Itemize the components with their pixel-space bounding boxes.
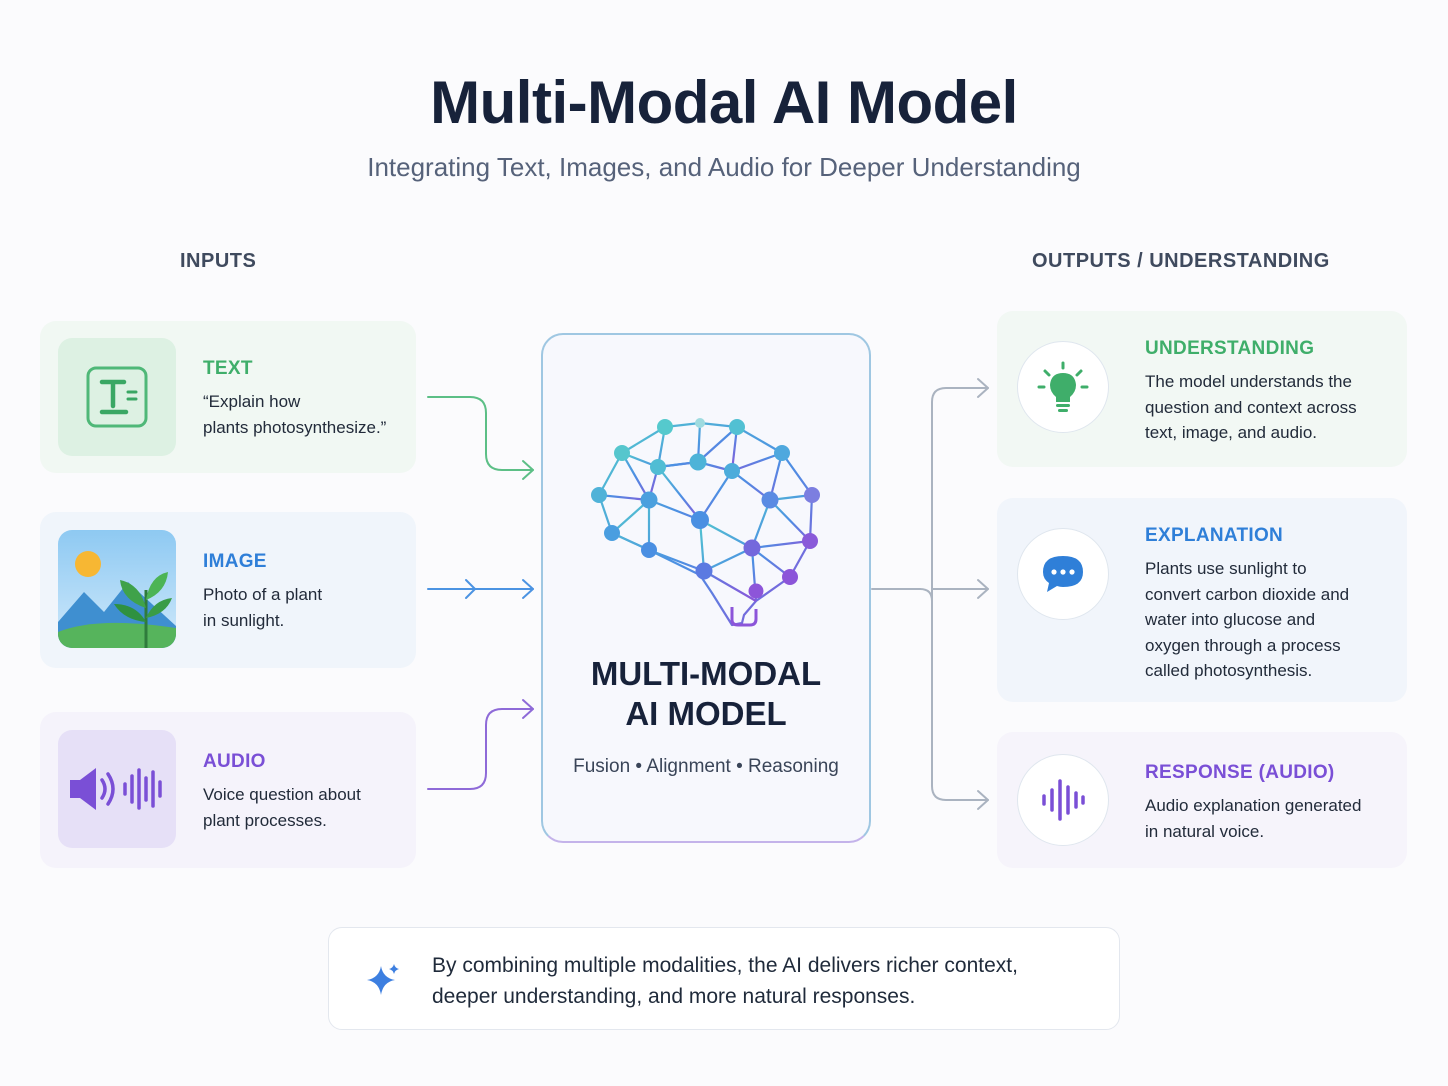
output-title-explanation: EXPLANATION [1145,525,1284,546]
text-document-icon [58,338,176,456]
plant-photo-icon [58,530,176,648]
sparkle-icon [367,964,399,995]
output-card-explanation: EXPLANATION Plants use sunlight to conve… [997,498,1407,702]
input-title-text: TEXT [203,358,253,379]
output-desc-explanation: Plants use sunlight to convert carbon di… [1145,559,1350,680]
input-desc-text: “Explain how plants photosynthesize.” [203,392,387,437]
model-card [541,333,871,843]
model-title: MULTI-MODAL AI MODEL [590,655,822,732]
input-desc-image: Photo of a plant in sunlight. [203,585,323,630]
input-card-text: TEXT “Explain how plants photosynthesize… [40,321,416,473]
output-desc-understanding: The model understands the question and c… [1145,372,1357,442]
output-card-understanding: UNDERSTANDING The model understands the … [997,311,1407,467]
output-title-response: RESPONSE (AUDIO) [1145,762,1335,783]
inputs-heading: INPUTS [180,250,257,272]
text-input-arrow [427,396,534,471]
model-subtitle: Fusion • Alignment • Reasoning [573,756,839,777]
outputs-heading: OUTPUTS / UNDERSTANDING [1032,250,1330,272]
output-card-response-audio: RESPONSE (AUDIO) Audio explanation gener… [997,732,1407,868]
audio-input-arrow [427,708,534,790]
speaker-waveform-icon [58,730,176,848]
page-title: Multi-Modal AI Model [430,69,1018,136]
neural-brain-icon [591,418,820,627]
input-title-audio: AUDIO [203,751,266,772]
output-title-understanding: UNDERSTANDING [1145,338,1315,359]
page-subtitle: Integrating Text, Images, and Audio for … [367,152,1081,182]
chat-bubble-icon [1017,528,1109,620]
output-desc-response: Audio explanation generated in natural v… [1145,796,1362,841]
input-card-image: IMAGE Photo of a plant in sunlight. [40,512,416,668]
explanation-output-arrow [919,588,989,602]
audio-wave-icon [1017,754,1109,846]
input-title-image: IMAGE [203,551,267,572]
understanding-output-arrow [931,387,989,590]
summary-note-text: By combining multiple modalities, the AI… [432,954,1018,1008]
input-desc-audio: Voice question about plant processes. [203,785,361,830]
response-output-arrow [931,588,989,801]
input-card-audio: AUDIO Voice question about plant process… [40,712,416,868]
lightbulb-icon [1017,341,1109,433]
summary-note: By combining multiple modalities, the AI… [328,927,1120,1030]
